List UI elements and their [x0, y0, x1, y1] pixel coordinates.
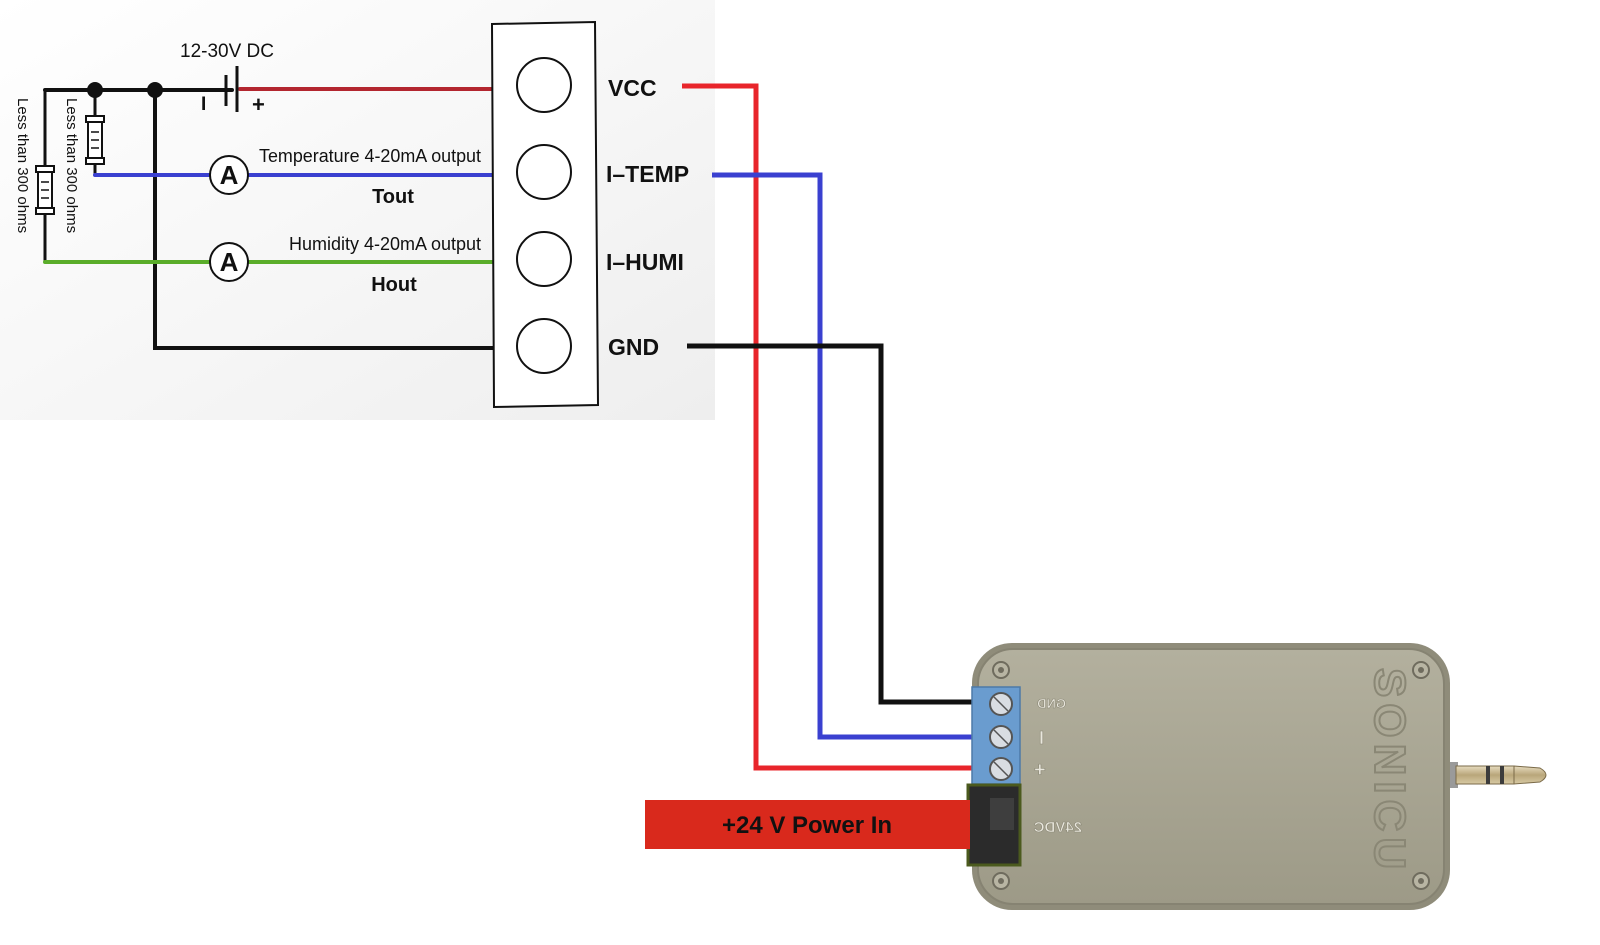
- terminal-humi-screw: [516, 231, 572, 287]
- vcc-wire: [682, 83, 1000, 771]
- sonicu-device: GND I + 24VDC SONICU: [966, 643, 1547, 910]
- temp-output-name: Tout: [372, 186, 414, 208]
- power-in-banner: [645, 800, 970, 849]
- schematic-wiring: [43, 87, 514, 350]
- ammeter-temp: A: [209, 155, 249, 195]
- resistor-1-label: Less than 300 ohms: [63, 98, 80, 233]
- terminal-gnd-screw: [516, 318, 572, 374]
- ammeter-humi-symbol: A: [220, 247, 239, 277]
- junction-dot: [87, 82, 103, 98]
- ammeter-temp-symbol: A: [220, 160, 239, 190]
- terminal-vcc-label: VCC: [608, 75, 657, 101]
- terminal-temp-screw: [516, 144, 572, 200]
- device-term-plus-label: +: [1034, 759, 1046, 781]
- resistor-1: [85, 115, 105, 165]
- temp-wire: [712, 172, 1000, 740]
- terminal-gnd-label: GND: [608, 334, 659, 360]
- device-term-minus-label: I: [1039, 728, 1044, 748]
- battery-symbol: [224, 66, 239, 112]
- humi-output-label: Humidity 4-20mA output: [289, 234, 481, 254]
- power-port-label: 24VDC: [1033, 819, 1082, 836]
- terminal-vcc-screw: [516, 57, 572, 113]
- sensor-terminal-block: [490, 20, 600, 409]
- audio-jack: [1448, 762, 1547, 788]
- power-in-label: +24 V Power In: [722, 812, 892, 839]
- gnd-wire: [687, 343, 1000, 705]
- device-wiring: [682, 83, 1000, 771]
- resistor-2: [35, 165, 55, 215]
- corner-screw: [992, 661, 1430, 890]
- device-term-gnd-label: GND: [1037, 696, 1066, 711]
- device-brand-logo: SONICU: [1365, 668, 1414, 875]
- terminal-humi-label: I–HUMI: [606, 249, 684, 275]
- ammeter-humi: A: [209, 242, 249, 282]
- resistor-2-label: Less than 300 ohms: [14, 98, 31, 233]
- temp-output-label: Temperature 4-20mA output: [259, 146, 481, 166]
- terminal-temp-label: I–TEMP: [606, 161, 689, 187]
- supply-plus-label: +: [252, 92, 265, 117]
- supply-minus-label: I: [201, 94, 206, 115]
- junction-dot: [147, 82, 163, 98]
- supply-label: 12-30V DC: [180, 41, 274, 62]
- humi-output-name: Hout: [371, 274, 417, 296]
